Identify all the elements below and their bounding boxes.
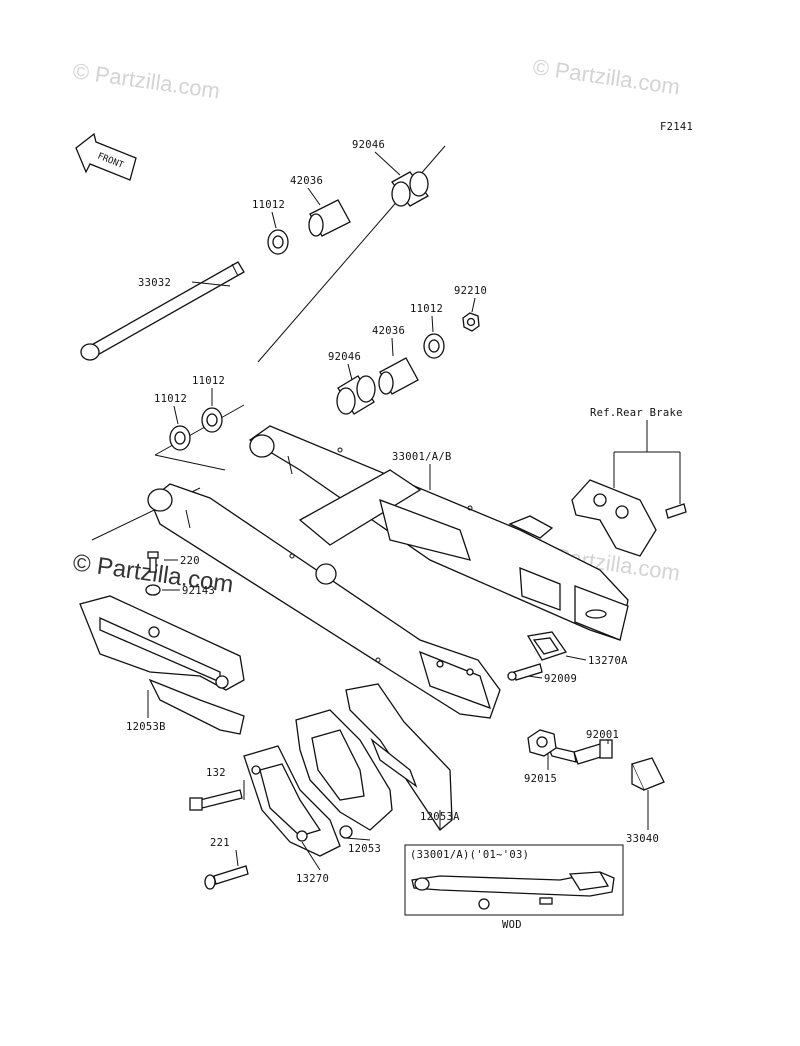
part-label: 92210 [454,285,487,297]
bolt-92001 [546,739,613,765]
ref-rear-brake-note: Ref.Rear Brake [590,407,683,419]
chain-guide-12053A [345,683,453,831]
part-label: 42036 [372,325,405,337]
seal-11012-top [267,229,289,255]
bolt-221 [204,865,249,890]
seal-11012-mid [423,333,445,359]
swing-arm-33001 [147,425,629,719]
chain-guide-12053 [295,709,393,839]
collar-92143 [145,584,161,596]
inset-title: (33001/A)('01~'03) [410,849,529,861]
part-label: 42036 [290,175,323,187]
part-label: 92046 [328,351,361,363]
part-label: 11012 [192,375,225,387]
watermark: © Partzilla.com [531,54,681,99]
part-label: 92143 [182,585,215,597]
part-label: 13270A [588,655,628,667]
part-label: 221 [210,837,230,849]
part-label: 13270 [296,873,329,885]
collar-92046-top [391,171,429,207]
nut-92210 [462,312,480,332]
inset-caption: WOD [502,919,522,931]
part-label: 12053B [126,721,166,733]
guide-plate-13270 [243,745,341,857]
part-label: 92009 [544,673,577,685]
part-label: 132 [206,767,226,779]
nut-92015 [527,729,557,757]
part-label: 11012 [410,303,443,315]
part-label: 92046 [352,139,385,151]
part-label: 220 [180,555,200,567]
sleeve-42036-mid [378,357,419,395]
part-label: 33040 [626,833,659,845]
bolt-92009 [507,663,543,681]
diagram-code: F2141 [660,121,693,133]
front-arrow-icon: FRONT [75,132,137,181]
seal-11012-left-a [201,407,223,433]
bolt-132 [189,789,243,811]
part-label: 12053 [348,843,381,855]
part-label: 92015 [524,773,557,785]
adjuster-13270A [526,631,568,661]
leader-lines [147,151,649,871]
chain-slider-12053B [79,595,245,735]
sleeve-42036-top [308,199,351,237]
bolt-220 [147,551,159,573]
pivot-shaft-33032 [80,261,245,361]
part-label: 11012 [252,199,285,211]
part-label: 33032 [138,277,171,289]
inset-variant-box: (33001/A)('01~'03) WOD [404,844,624,931]
rear-brake-bracket-reference [571,420,687,557]
watermark: © Partzilla.com [71,58,221,103]
seal-11012-left-b [169,425,191,451]
part-label: 11012 [154,393,187,405]
block-33040 [631,757,665,791]
collar-92046-mid [336,375,376,415]
part-label: 12053A [420,811,460,823]
part-label: 33001/A/B [392,451,452,463]
part-label: 92001 [586,729,619,741]
